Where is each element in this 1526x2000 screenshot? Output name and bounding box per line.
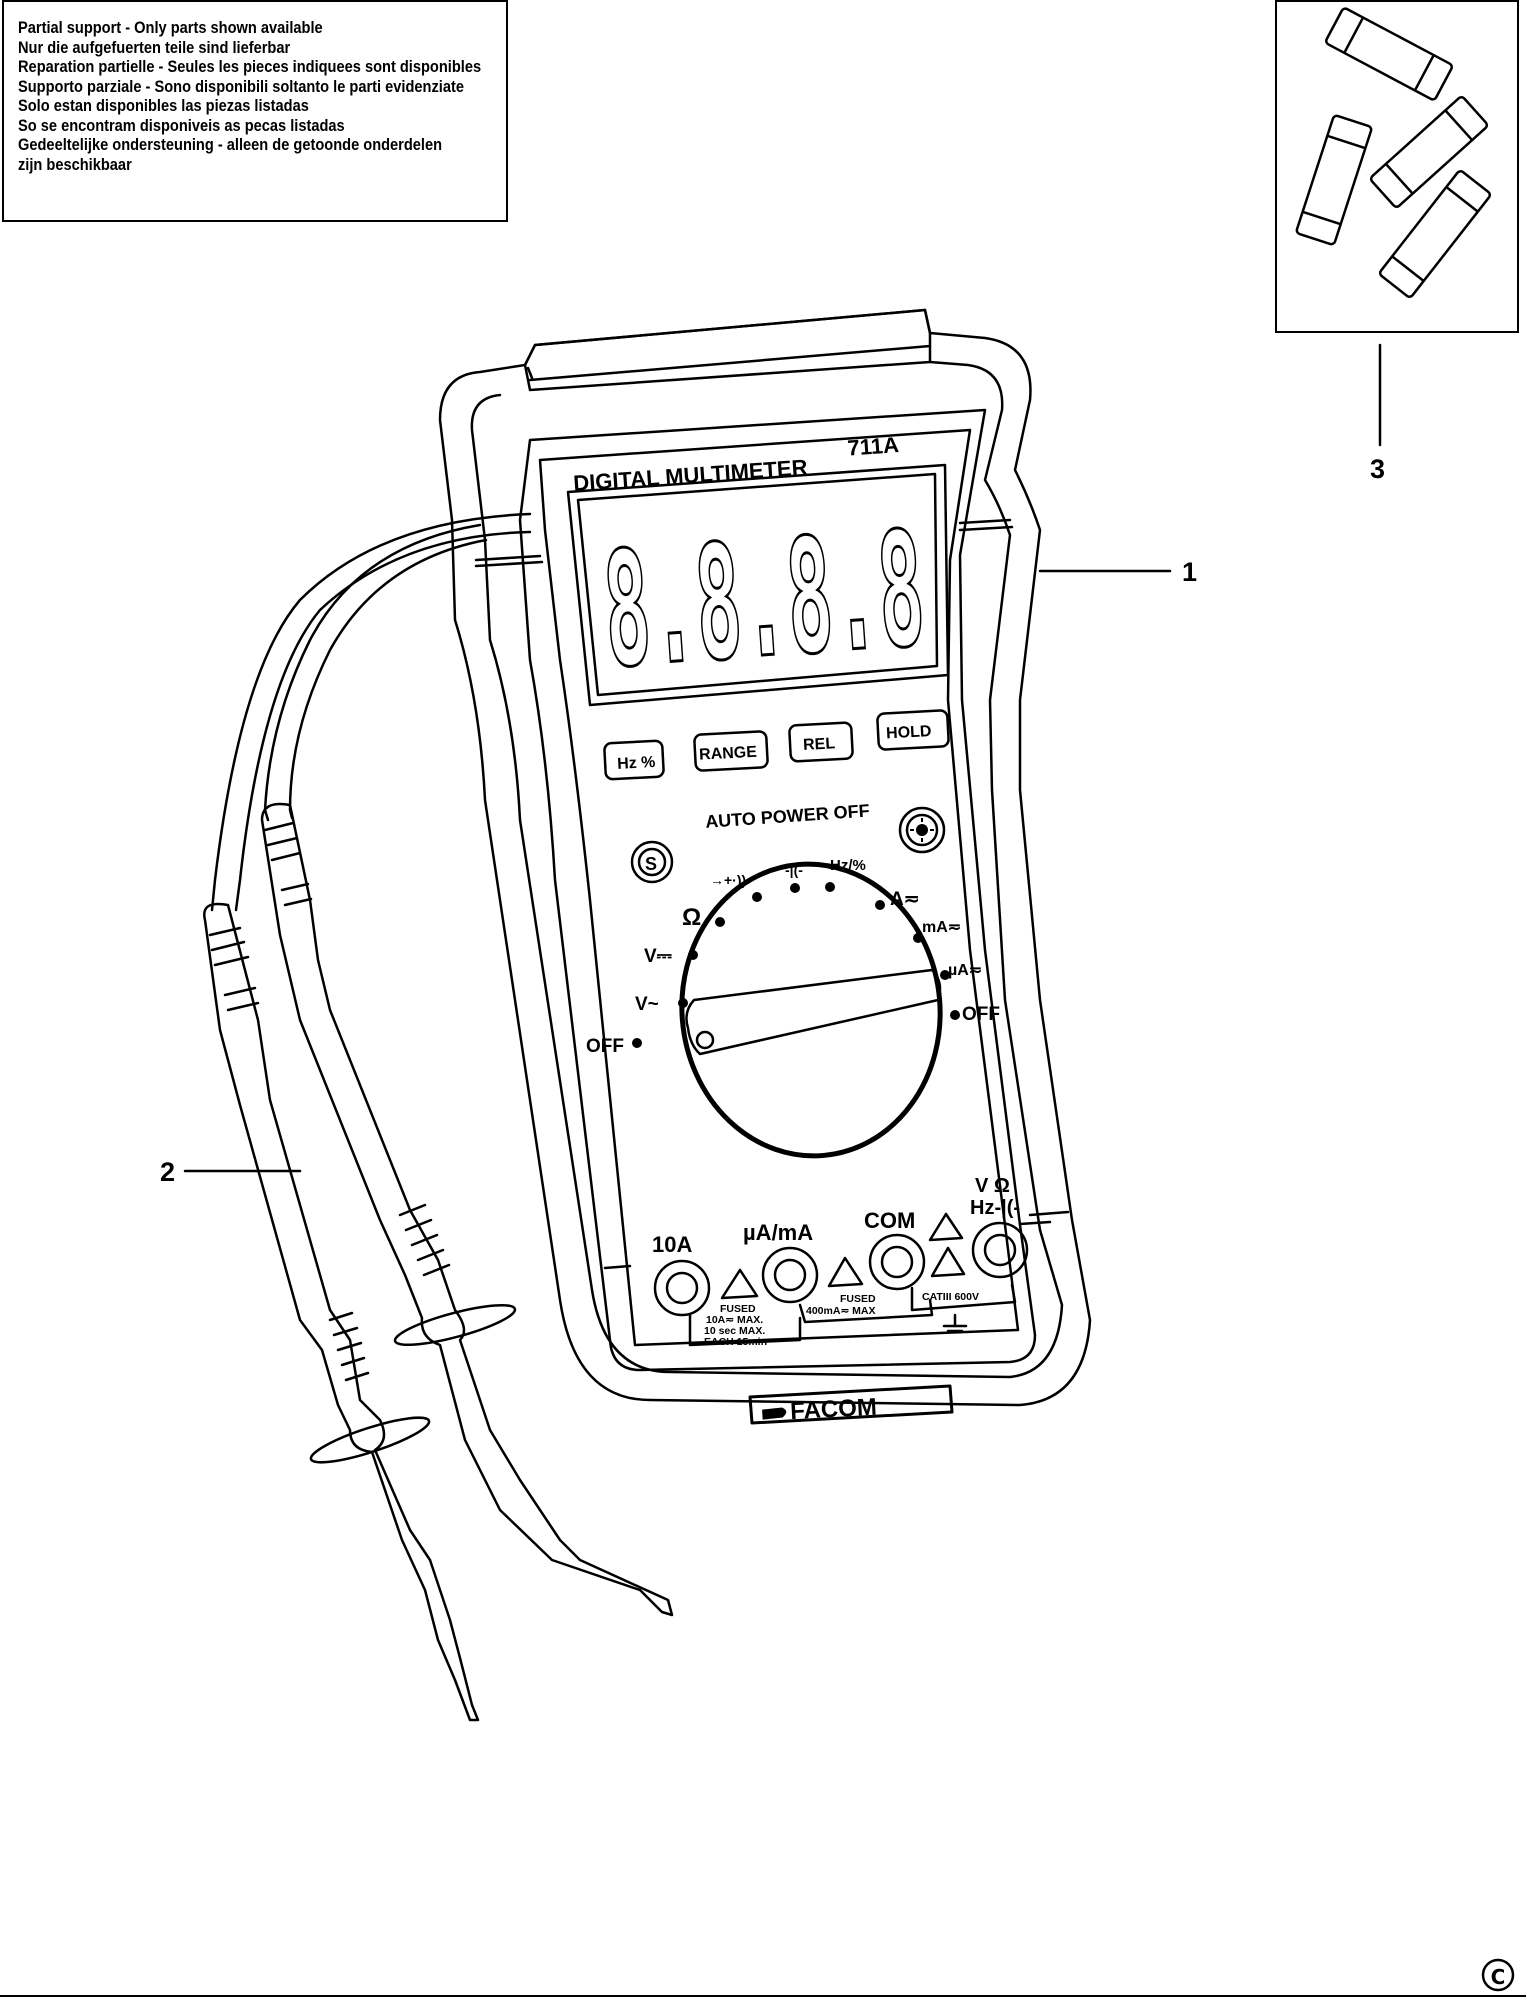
jack-v-ohm [971, 1221, 1029, 1279]
dial-off-right: OFF [962, 1004, 1000, 1025]
fuse-1 [1325, 7, 1453, 101]
fuse-inset-box [1275, 0, 1519, 333]
brand-logo-mark [762, 1407, 787, 1420]
category-rating-text: CATIII 600V [922, 1291, 979, 1303]
jack-ua-ma-label: µA/mA [743, 1220, 813, 1245]
jack-com [868, 1233, 926, 1291]
dial-microamp: µA≂ [948, 962, 982, 979]
lcd-frame [566, 463, 950, 707]
dial-v-dc: V⎓ [644, 946, 672, 967]
jack-ua-ma [761, 1246, 819, 1304]
fuse-3 [1369, 96, 1489, 208]
notice-line: So se encontram disponiveis as pecas lis… [18, 115, 345, 135]
meter-model: 711A [847, 432, 900, 461]
callout-number-2: 2 [160, 1157, 175, 1187]
notice-line: Nur die aufgefuerten teile sind lieferba… [18, 37, 291, 57]
notice-line: Supporto parziale - Sono disponibili sol… [18, 76, 464, 96]
brand-logo: FACOM [790, 1394, 878, 1425]
dial-amp: A≂ [890, 889, 920, 910]
fuse-10a-text: FUSED [720, 1303, 756, 1315]
lcd-frame-inner [576, 472, 939, 697]
dial-capacitance: -|(- [785, 862, 803, 878]
jack-hz-cap-label: Hz-|(- [970, 1197, 1020, 1219]
test-probe-left [203, 902, 480, 1722]
notice-line: Reparation partielle - Seules les pieces… [18, 57, 482, 76]
holster-top-flap-inner [526, 344, 932, 382]
lcd-readout: 8.8.8.8 [598, 498, 930, 704]
meter-title: DIGITAL MULTIMETER [572, 455, 808, 496]
range-button-shape [693, 730, 769, 772]
backlight-button-shape [898, 806, 946, 854]
notice-line: Partial support - Only parts shown avail… [18, 18, 323, 37]
hz-percent-button[interactable]: Hz % [617, 754, 656, 773]
hold-button-shape [876, 709, 950, 751]
hz-button-shape [603, 739, 665, 781]
jack-v-ohm-label: V Ω [975, 1175, 1010, 1197]
brand-plate [748, 1384, 954, 1425]
rel-button[interactable]: REL [803, 735, 836, 754]
face-panel [538, 428, 1020, 1347]
holster-inner [470, 360, 1064, 1379]
dial-pointer [685, 968, 942, 1056]
test-lead-cable-a [210, 512, 532, 912]
auto-power-off-label: AUTO POWER OFF [705, 800, 871, 831]
hold-button[interactable]: HOLD [886, 723, 932, 742]
parts-availability-notice: Partial support - Only parts shown avail… [2, 0, 508, 222]
dial-hz-percent: Hz/% [830, 857, 866, 874]
fuses-drawing [1295, 7, 1492, 298]
select-button-shape [630, 840, 674, 884]
select-button[interactable]: S [645, 854, 657, 874]
fuse-10a-text: EACH 15min [704, 1336, 767, 1348]
dial-diode-continuity: →+·)) [710, 872, 746, 888]
fuse-10a-text: 10 sec MAX. [704, 1325, 765, 1337]
fuse-400ma-text: FUSED [840, 1293, 876, 1305]
backlight-icon[interactable] [910, 818, 934, 842]
fuse-4 [1378, 170, 1492, 298]
meter-body [518, 408, 1037, 1372]
copyright-letter: C [1490, 1965, 1506, 1989]
dial-off-left: OFF [586, 1036, 624, 1057]
test-probe-right [260, 802, 674, 1617]
fuse-10a-text: 10A≂ MAX. [706, 1314, 763, 1326]
rel-button-shape [788, 721, 854, 763]
jack-10a-label: 10A [652, 1232, 692, 1257]
callout-number-1: 1 [1182, 557, 1197, 587]
jack-10a [653, 1259, 711, 1317]
fuse-2 [1295, 114, 1373, 246]
dial-milliamp: mA≂ [922, 919, 961, 936]
notice-line: Solo estan disponibles las piezas listad… [18, 96, 309, 115]
notice-line: zijn beschikbaar [18, 154, 132, 174]
fuse-400ma-text: 400mA≂ MAX [806, 1305, 876, 1317]
dial-v-ac: V~ [635, 994, 659, 1015]
range-button[interactable]: RANGE [699, 744, 758, 764]
dial-ohm: Ω [682, 904, 701, 931]
jack-com-label: COM [864, 1208, 915, 1233]
test-lead-cable-b [263, 523, 482, 822]
copyright-mark: C [1481, 1958, 1515, 1992]
holster-outline [438, 308, 1092, 1407]
test-lead-cable-a2 [234, 530, 532, 912]
test-lead-cable-b2 [288, 538, 488, 820]
holster-top-flap [523, 308, 932, 392]
notice-line: Gedeeltelijke ondersteuning - alleen de … [18, 135, 443, 154]
callout-number-3: 3 [1370, 454, 1385, 484]
